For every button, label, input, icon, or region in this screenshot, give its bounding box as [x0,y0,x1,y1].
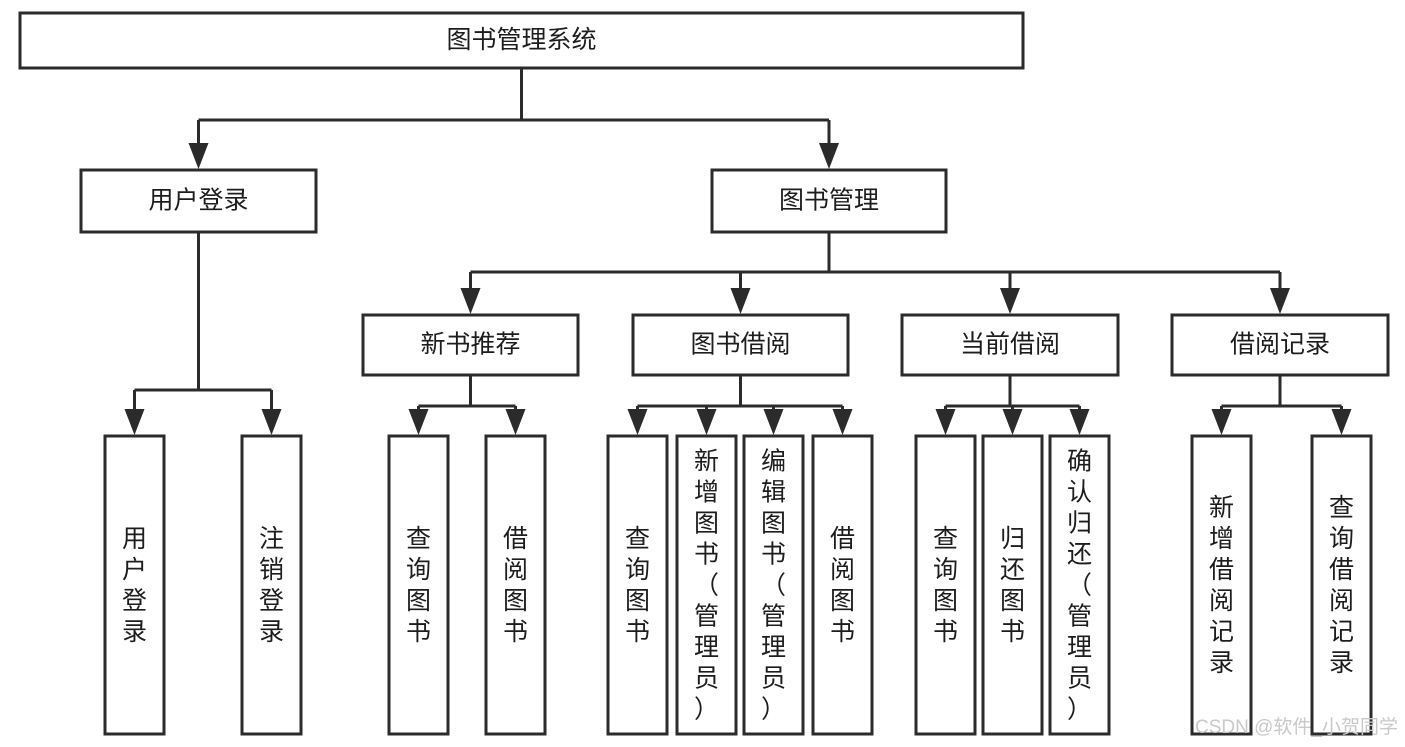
node-box-leaf-logout[interactable] [240,434,303,736]
node-box-leaf-query-borrow-record[interactable] [1310,434,1373,736]
arrow-head-icon [188,143,209,169]
node-box-leaf-add-borrow-record[interactable] [1190,434,1253,736]
node-book-borrow[interactable]: 图书借阅 [631,313,850,377]
node-label-new-book-recommend: 新书推荐 [420,331,520,359]
node-box-leaf-add-book[interactable] [675,434,738,736]
connector-borrow-records-to-leaves [1211,375,1352,435]
arrow-head-icon [627,409,648,435]
node-leaf-return-book[interactable]: 归还图书 [981,434,1044,736]
arrow-head-icon [1270,288,1290,314]
arrow-head-icon [1069,409,1090,435]
node-leaf-borrow-book-recommend[interactable]: 借阅图书 [484,434,547,736]
connector-new-book-recommend-to-leaves [408,375,526,435]
arrow-head-icon [1002,409,1023,435]
node-leaf-edit-book[interactable]: 编辑图书（管理员） [742,434,805,736]
arrow-head-icon [261,409,282,435]
arrow-head-icon [505,409,526,435]
node-box-borrow-records[interactable] [1170,313,1390,377]
node-box-leaf-edit-book[interactable] [742,434,805,736]
node-box-leaf-query-book-recommend[interactable] [387,434,450,736]
node-box-current-borrow[interactable] [900,313,1120,377]
connector-book-borrow-to-leaves [627,375,853,435]
node-label-leaf-return-book: 归还图书 [1000,525,1025,646]
node-box-leaf-query-book-borrow[interactable] [606,434,669,736]
node-box-leaf-borrow-book[interactable] [811,434,874,736]
node-label-leaf-confirm-return: 确认归还（管理员） [1067,448,1092,724]
node-user-login[interactable]: 用户登录 [79,168,318,234]
node-new-book-recommend[interactable]: 新书推荐 [361,313,580,377]
node-leaf-logout[interactable]: 注销登录 [240,434,303,736]
node-leaf-confirm-return[interactable]: 确认归还（管理员） [1048,434,1111,736]
node-leaf-add-borrow-record[interactable]: 新增借阅记录 [1190,434,1253,736]
node-box-new-book-recommend[interactable] [361,313,580,377]
node-label-leaf-query-borrow-record: 查询借阅记录 [1329,494,1354,677]
csdn-watermark: CSDN @软件_小贺同学 [1195,716,1398,738]
node-label-leaf-query-book-current: 查询图书 [933,525,958,646]
node-label-leaf-user-login: 用户登录 [122,525,147,646]
node-box-leaf-user-login[interactable] [103,434,166,736]
node-layer: 图书管理系统用户登录图书管理新书推荐图书借阅当前借阅借阅记录用户登录注销登录查询… [18,11,1390,736]
node-leaf-add-book[interactable]: 新增图书（管理员） [675,434,738,736]
node-box-user-login[interactable] [79,168,318,234]
arrow-head-icon [832,409,853,435]
node-box-root[interactable] [18,11,1025,70]
node-label-borrow-records: 借阅记录 [1230,331,1330,359]
node-current-borrow[interactable]: 当前借阅 [900,313,1120,377]
arrow-head-icon [763,409,784,435]
connector-user-login-to-leaves [124,232,282,435]
node-box-leaf-return-book[interactable] [981,434,1044,736]
arrow-head-icon [696,409,717,435]
connector-root-to-level2 [188,68,839,169]
node-leaf-borrow-book[interactable]: 借阅图书 [811,434,874,736]
node-box-book-borrow[interactable] [631,313,850,377]
arrow-head-icon [460,288,481,314]
node-leaf-query-book-current[interactable]: 查询图书 [914,434,977,736]
node-label-leaf-borrow-book-recommend: 借阅图书 [503,525,528,646]
node-box-leaf-confirm-return[interactable] [1048,434,1111,736]
node-label-leaf-add-book: 新增图书（管理员） [694,448,719,724]
node-leaf-user-login[interactable]: 用户登录 [103,434,166,736]
node-label-current-borrow: 当前借阅 [960,331,1060,359]
node-box-book-management[interactable] [710,168,948,234]
connector-layer [124,68,1352,435]
arrow-head-icon [935,409,956,435]
node-label-root: 图书管理系统 [446,26,596,54]
node-label-leaf-borrow-book: 借阅图书 [830,525,855,646]
arrow-head-icon [1211,409,1232,435]
connector-current-borrow-to-leaves [935,375,1090,435]
arrow-head-icon [408,409,429,435]
node-leaf-query-borrow-record[interactable]: 查询借阅记录 [1310,434,1373,736]
node-root[interactable]: 图书管理系统 [18,11,1025,70]
node-label-book-management: 图书管理 [779,187,879,215]
node-borrow-records[interactable]: 借阅记录 [1170,313,1390,377]
node-box-leaf-query-book-current[interactable] [914,434,977,736]
node-label-leaf-edit-book: 编辑图书（管理员） [761,448,786,724]
node-box-leaf-borrow-book-recommend[interactable] [484,434,547,736]
node-label-book-borrow: 图书借阅 [690,331,790,359]
connector-book-management-to-level3 [460,232,1290,314]
node-label-leaf-query-book-recommend: 查询图书 [406,525,431,646]
node-leaf-query-book-recommend[interactable]: 查询图书 [387,434,450,736]
arrow-head-icon [730,288,751,314]
arrow-head-icon [1000,288,1020,314]
node-label-user-login: 用户登录 [148,187,248,215]
arrow-head-icon [1331,409,1352,435]
arrow-head-icon [124,409,145,435]
node-leaf-query-book-borrow[interactable]: 查询图书 [606,434,669,736]
arrow-head-icon [819,143,839,169]
node-label-leaf-logout: 注销登录 [259,525,284,646]
node-label-leaf-query-book-borrow: 查询图书 [625,525,650,646]
node-book-management[interactable]: 图书管理 [710,168,948,234]
node-label-leaf-add-borrow-record: 新增借阅记录 [1209,494,1234,677]
